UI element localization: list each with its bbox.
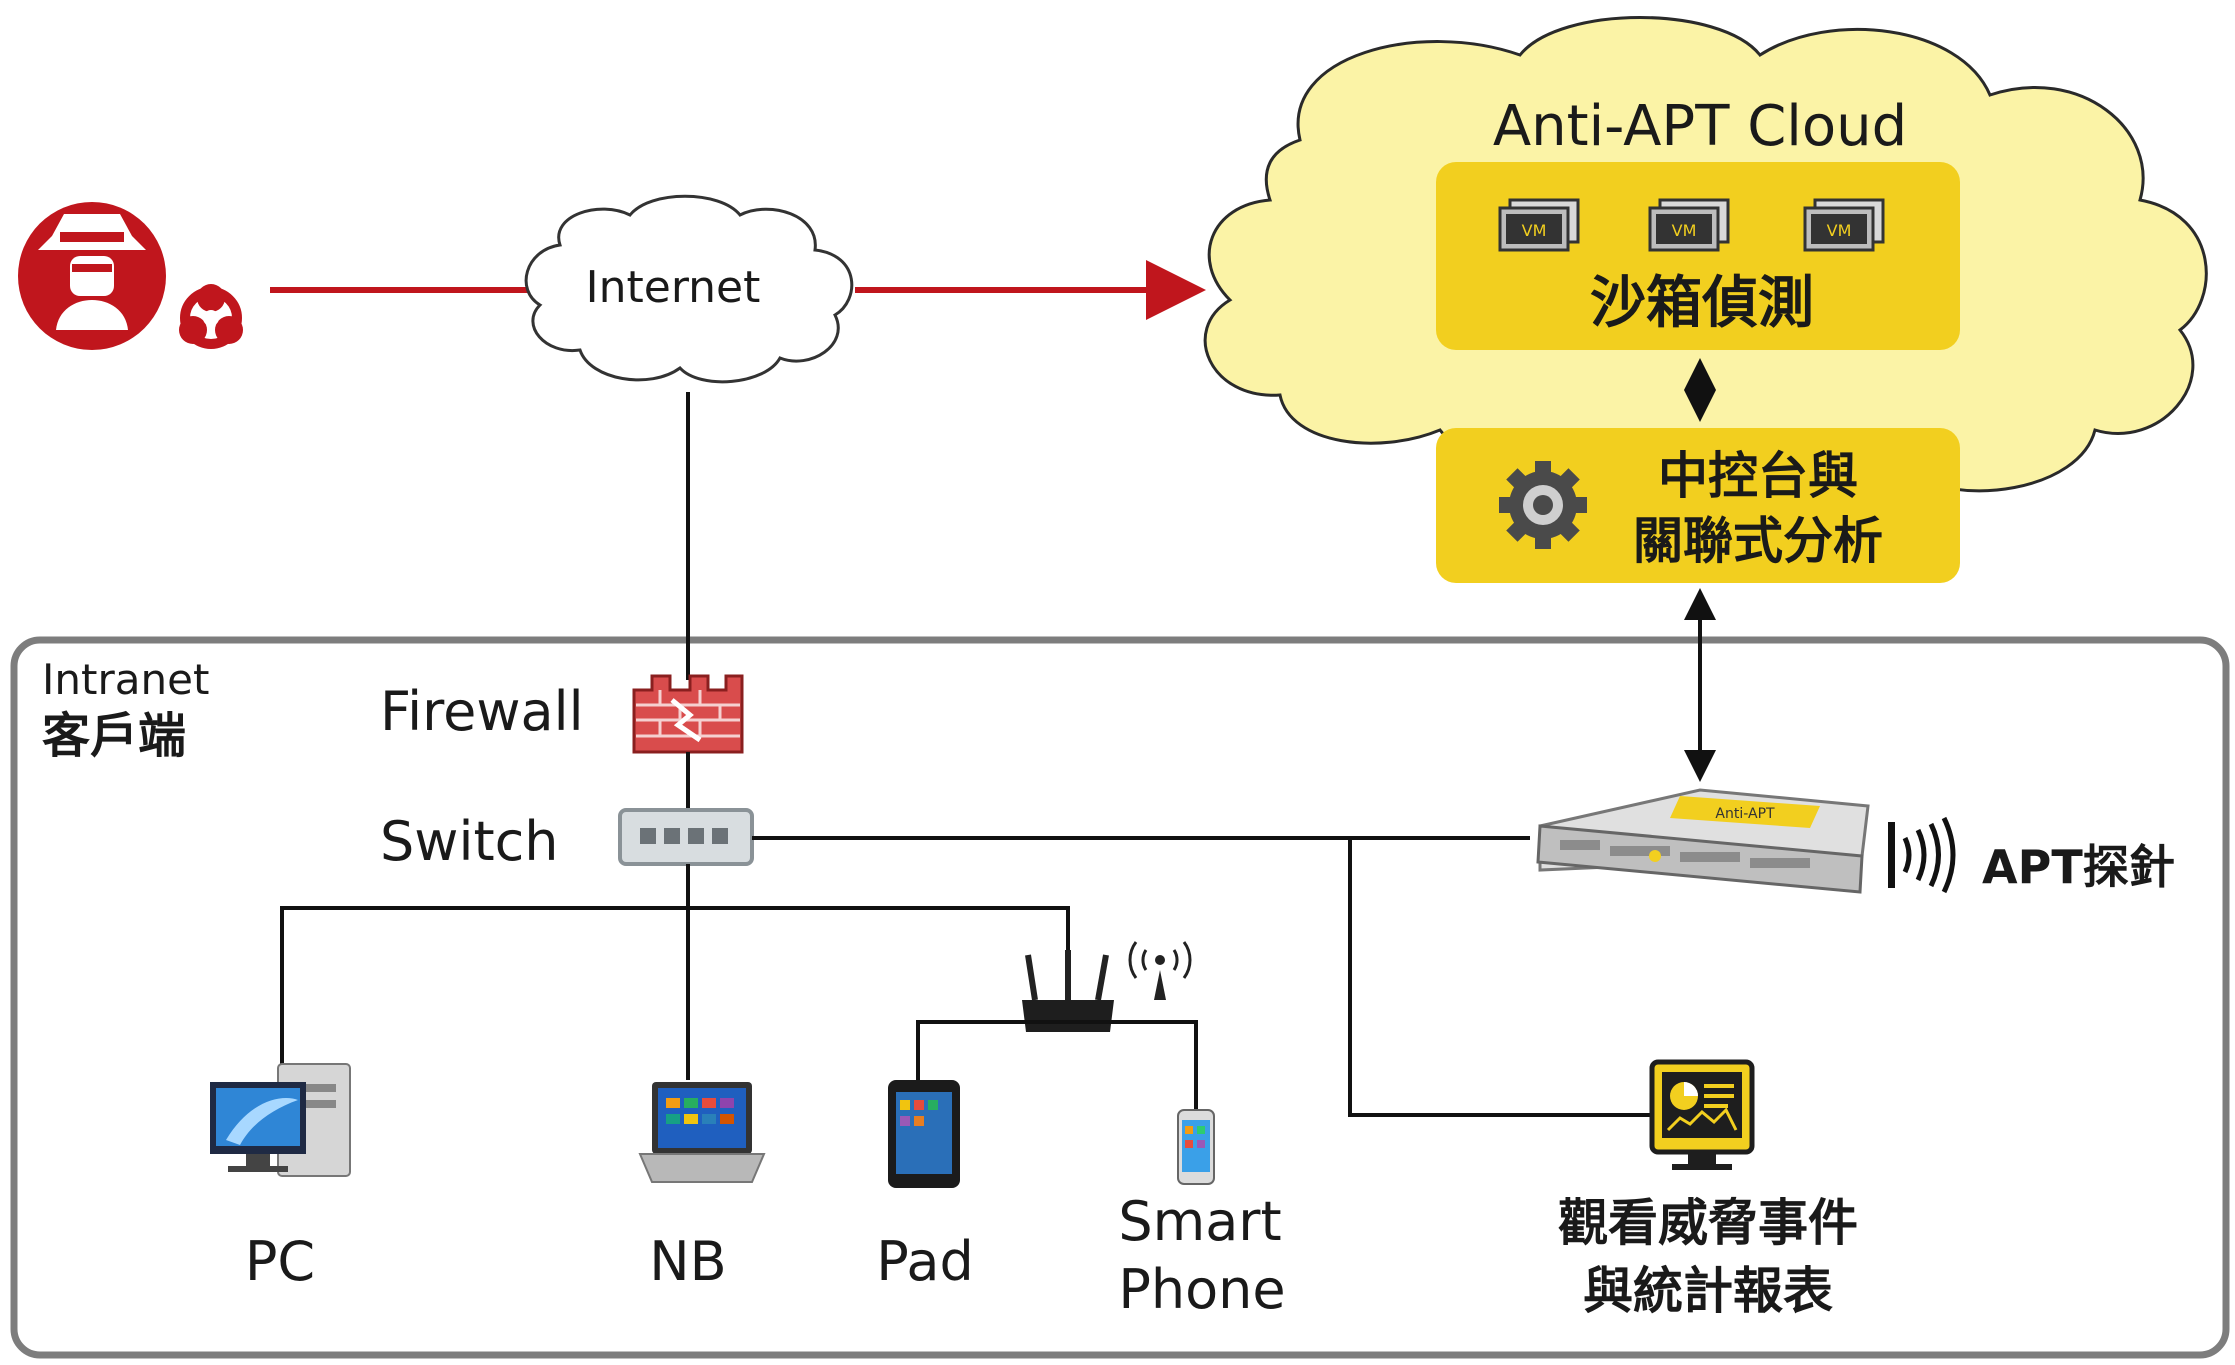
pc-label: PC xyxy=(245,1230,315,1293)
probe-signal-icon xyxy=(1888,816,1956,894)
report-label-1: 觀看威脅事件 xyxy=(1558,1194,1858,1252)
internet-cloud xyxy=(524,194,854,384)
report-monitor-icon xyxy=(1649,1059,1755,1170)
switch-icon xyxy=(618,808,754,866)
server-icon: Anti-APT xyxy=(1536,788,1870,894)
phone-label-1: Smart xyxy=(1118,1190,1281,1253)
intranet-label-2: 客戶端 xyxy=(42,708,186,764)
internet-label: Internet xyxy=(586,262,761,313)
router-devices-line xyxy=(916,1020,1198,1110)
svg-text:VM: VM xyxy=(1827,221,1852,240)
tablet-icon xyxy=(888,1080,960,1188)
laptop-icon xyxy=(638,1082,766,1183)
cloud-title: Anti-APT Cloud xyxy=(1493,94,1907,159)
phone-label-2: Phone xyxy=(1118,1258,1285,1321)
switch-report-line xyxy=(1348,838,1650,1117)
switch-label: Switch xyxy=(380,810,559,873)
console-box xyxy=(1436,428,1960,583)
wireless-signal-icon xyxy=(1128,941,1192,1000)
svg-text:VM: VM xyxy=(1672,221,1697,240)
vm-icon: VM xyxy=(1498,198,1580,252)
pc-router-line xyxy=(280,906,1070,1070)
vm-icon: VM xyxy=(1803,198,1885,252)
console-label-2: 關聯式分析 xyxy=(1633,512,1883,570)
svg-text:Anti-APT: Anti-APT xyxy=(1715,806,1775,822)
svg-text:VM: VM xyxy=(1522,221,1547,240)
hacker-icon xyxy=(18,202,166,350)
firewall-label: Firewall xyxy=(380,680,584,743)
console-label-1: 中控台與 xyxy=(1658,447,1858,505)
report-label-2: 與統計報表 xyxy=(1583,1262,1833,1320)
vm-icon: VM xyxy=(1648,198,1730,252)
pc-icon xyxy=(210,1063,351,1177)
firewall-icon xyxy=(632,674,744,754)
pad-label: Pad xyxy=(876,1230,974,1293)
sandbox-label: 沙箱偵測 xyxy=(1590,271,1814,336)
intranet-label-1: Intranet xyxy=(42,655,209,704)
phone-icon xyxy=(1177,1109,1215,1185)
wifi-router-icon xyxy=(1022,950,1114,1032)
probe-label: APT探針 xyxy=(1982,840,2175,894)
intranet-frame xyxy=(10,636,2230,1359)
nb-label: NB xyxy=(649,1230,726,1293)
biohazard-icon xyxy=(179,284,243,349)
gear-icon xyxy=(1499,461,1587,549)
